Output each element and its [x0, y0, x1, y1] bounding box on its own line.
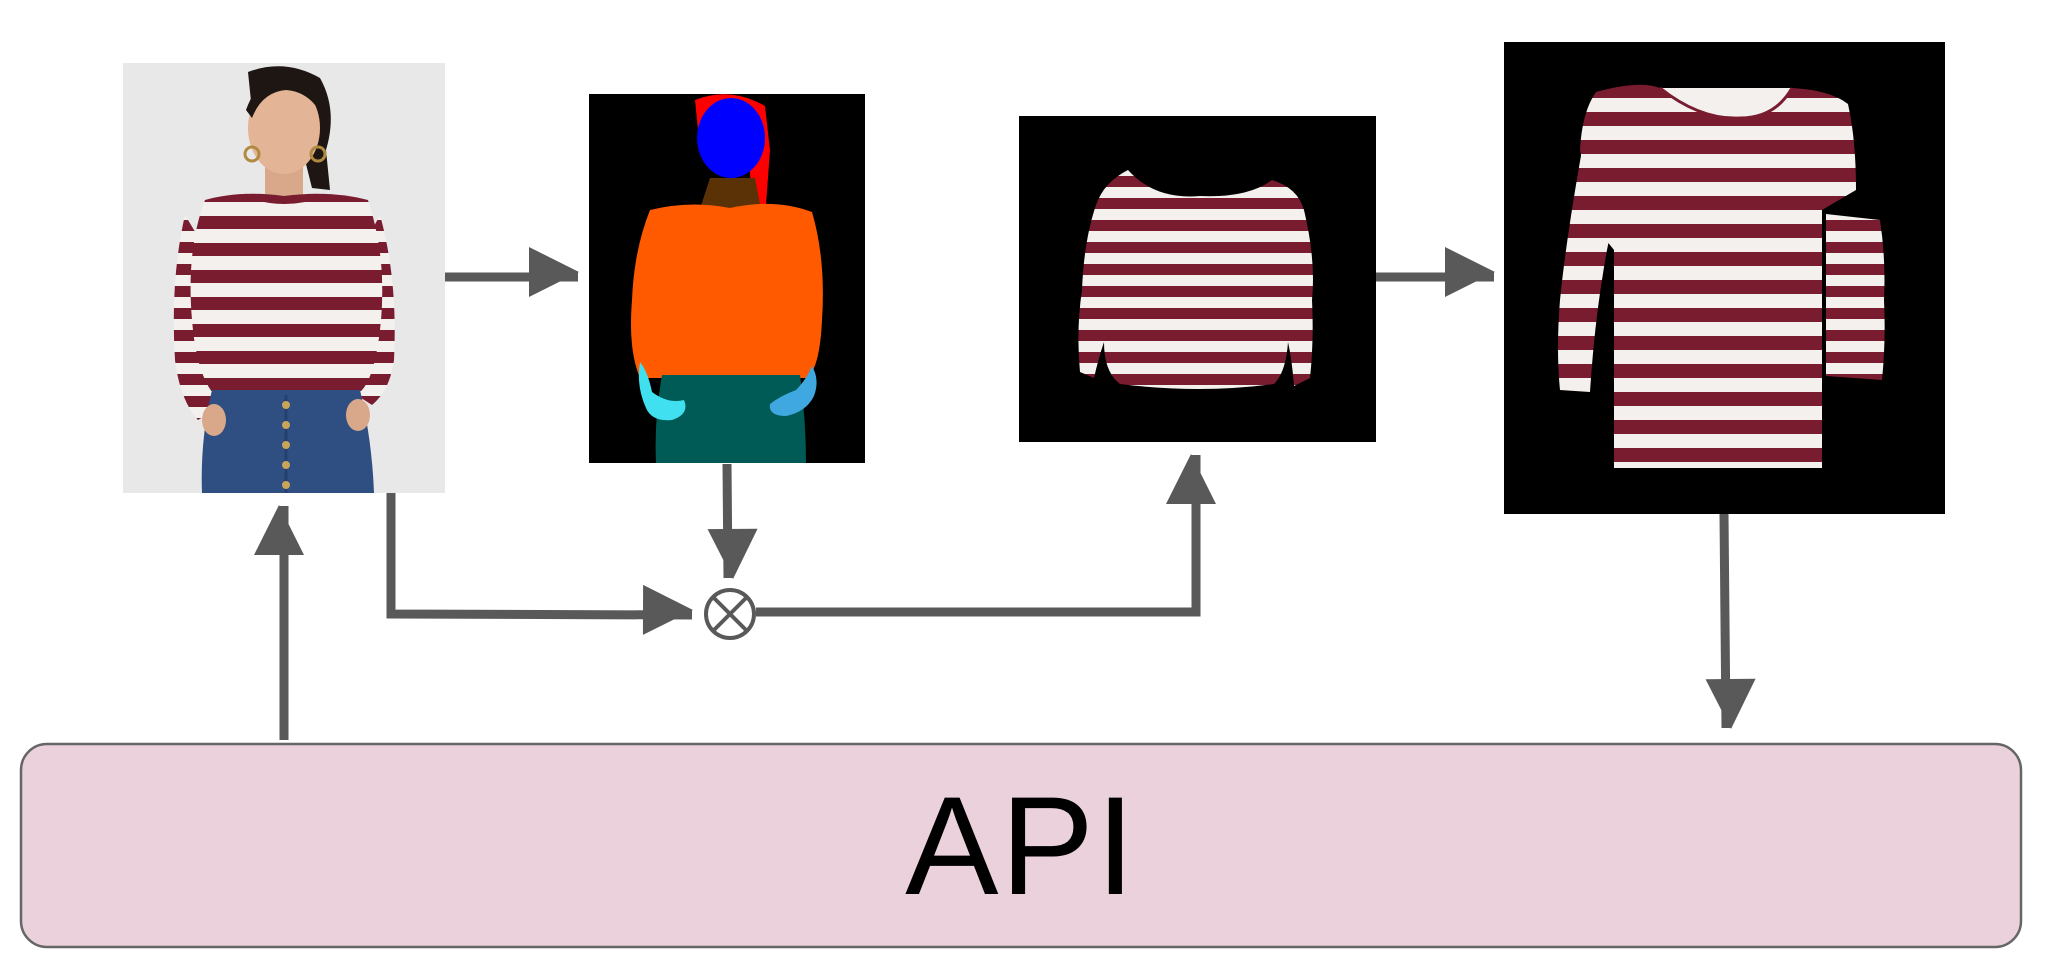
multiply-circle-icon [704, 588, 756, 640]
api-box [19, 742, 2023, 949]
arrow-photo-to-operator [386, 493, 694, 635]
masked-garment [1019, 116, 1376, 442]
arrow-mask-to-operator [707, 463, 758, 579]
arrow-flat-to-api [1705, 513, 1756, 729]
arrows [254, 247, 1756, 740]
arrow-operator-to-garment [756, 454, 1216, 617]
segmentation-mask [589, 94, 865, 463]
jeans-buttons [282, 401, 290, 489]
model-photo [123, 63, 445, 493]
generated-flat-garment [1504, 42, 1945, 514]
